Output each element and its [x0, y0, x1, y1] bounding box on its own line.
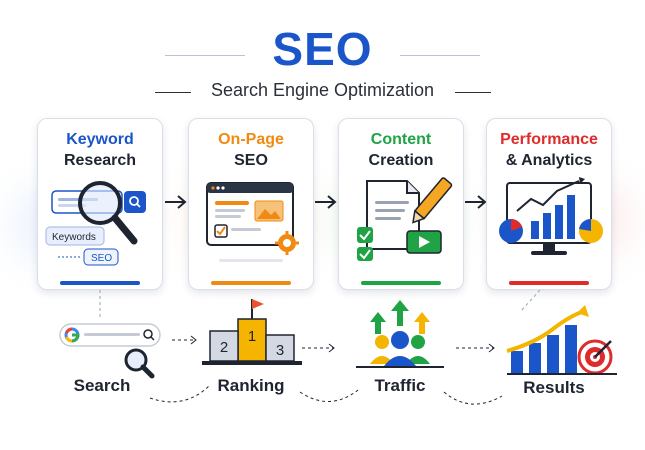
- keyword-research-illustration: Keywords SEO: [45, 181, 146, 266]
- step-label-results: Results: [523, 378, 585, 397]
- google-search-icon: [59, 323, 161, 379]
- card-keyword-research: Keyword Research Keywords SEO: [37, 118, 163, 290]
- card-accent-bar: [211, 281, 291, 285]
- arrow-right-icon: [315, 195, 337, 209]
- arrow-right-icon: [465, 195, 487, 209]
- subtitle-rule-right: [455, 92, 491, 93]
- podium-number-1: 1: [248, 328, 256, 345]
- card-title: Keyword Research: [38, 129, 162, 171]
- card-on-page-seo: On-Page SEO: [188, 118, 314, 290]
- document-pencil-illustration: [357, 177, 453, 261]
- step-label-ranking: Ranking: [217, 376, 285, 395]
- card-accent-bar: [509, 281, 589, 285]
- page-subtitle: Search Engine Optimization: [210, 80, 435, 100]
- growth-target-icon: [506, 305, 617, 375]
- step-label-traffic: Traffic: [374, 376, 426, 395]
- podium-number-2: 2: [220, 339, 228, 356]
- keywords-chip-text: Keywords: [52, 232, 96, 243]
- podium-icon: 1 2 3: [202, 299, 302, 365]
- card-title-line1: On-Page: [218, 131, 284, 148]
- title-rule-left: [165, 55, 245, 56]
- card-title: Performance & Analytics: [487, 129, 611, 171]
- card-accent-bar: [60, 281, 140, 285]
- subtitle-rule-left: [155, 92, 191, 93]
- card-title: Content Creation: [339, 129, 463, 171]
- card-title-line2: Research: [63, 152, 137, 169]
- arrow-right-icon: [165, 195, 187, 209]
- card-title: On-Page SEO: [189, 129, 313, 171]
- card-title-line1: Performance: [500, 131, 598, 148]
- title-rule-right: [400, 55, 480, 56]
- seo-chip-text: SEO: [91, 253, 112, 264]
- analytics-monitor-illustration: [499, 177, 603, 255]
- card-title-line1: Content: [370, 131, 432, 148]
- card-title-line2: Creation: [368, 152, 434, 169]
- card-accent-bar: [361, 281, 441, 285]
- card-title-line2: SEO: [234, 152, 268, 169]
- people-growth-icon: [356, 300, 444, 368]
- flow-connectors: [99, 290, 541, 405]
- podium-number-3: 3: [276, 342, 284, 359]
- step-label-search: Search: [73, 376, 131, 395]
- card-performance-analytics: Performance & Analytics: [486, 118, 612, 290]
- card-content-creation: Content Creation: [338, 118, 464, 290]
- browser-page-illustration: [206, 182, 299, 262]
- card-title-line2: & Analytics: [505, 152, 593, 169]
- card-title-line1: Keyword: [66, 131, 134, 148]
- page-title: SEO: [272, 23, 373, 75]
